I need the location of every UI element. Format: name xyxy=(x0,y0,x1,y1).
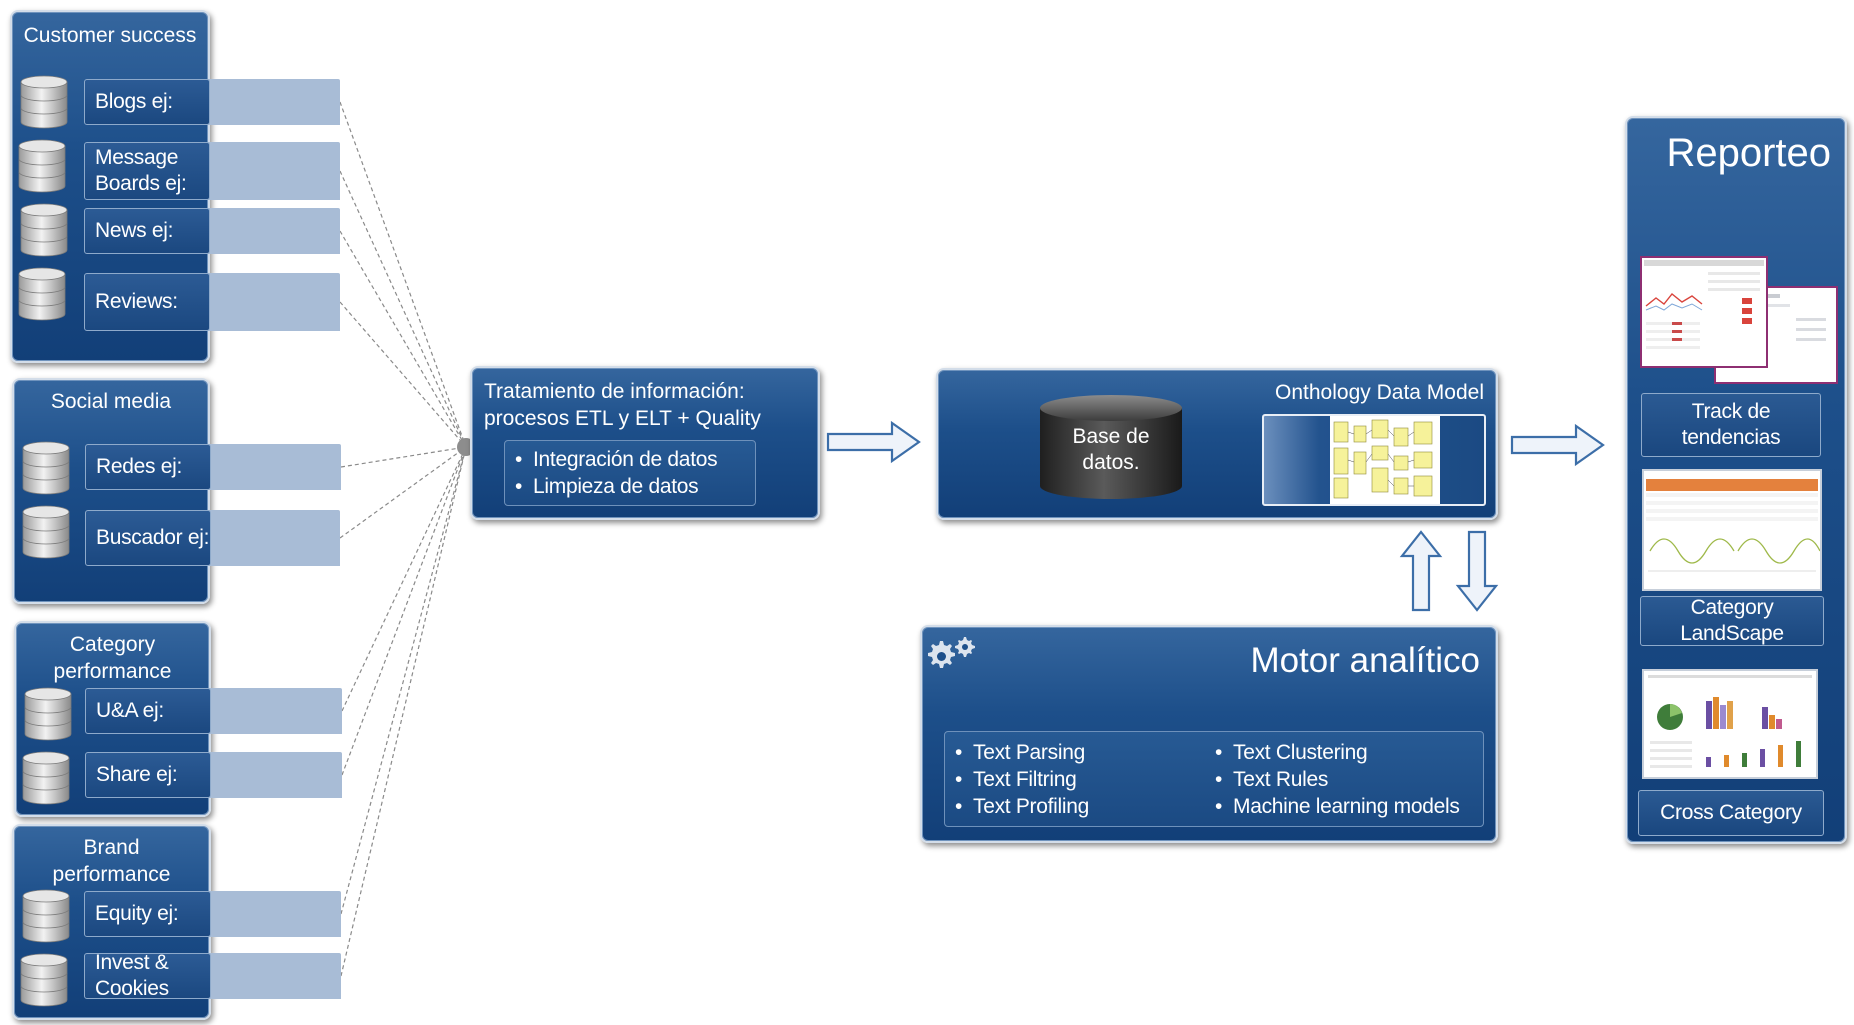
bullet-item: Integración de datos xyxy=(505,446,755,473)
group-title: Category performance xyxy=(53,633,172,683)
source-item-buscador[interactable]: Buscador ej: xyxy=(85,510,211,566)
database-icon xyxy=(18,139,66,193)
source-bar xyxy=(209,752,342,798)
report-item-category-landscape[interactable]: Category LandScape xyxy=(1640,596,1824,646)
arrow-right-icon xyxy=(1510,423,1605,467)
ontology-diagram-thumbnail xyxy=(1330,416,1440,504)
database-icon xyxy=(22,505,70,559)
bullet-item: Text Parsing xyxy=(945,739,1195,766)
database-icon xyxy=(20,75,68,129)
arrow-up-icon xyxy=(1399,530,1443,612)
connector-line xyxy=(339,230,467,448)
bullet-item: Text Rules xyxy=(1205,766,1475,793)
dashboard-thumbnail-trends[interactable] xyxy=(1640,256,1840,388)
dashboard-thumbnail-cross[interactable] xyxy=(1642,669,1818,779)
group-title: Brand performance xyxy=(52,836,171,886)
source-bar xyxy=(209,688,342,734)
bullet-item: Machine learning models xyxy=(1205,793,1475,820)
source-item-redes[interactable]: Redes ej: xyxy=(85,444,211,490)
datamodel-title: Onthology Data Model xyxy=(1275,381,1484,404)
connector-line xyxy=(340,446,467,468)
source-item-equity[interactable]: Equity ej: xyxy=(84,891,211,937)
datamodel-panel: Onthology Data Model Base de datos. xyxy=(936,368,1498,520)
source-item-news[interactable]: News ej: xyxy=(84,208,210,254)
connector-line xyxy=(339,101,467,448)
database-icon xyxy=(18,267,66,321)
processing-panel: Tratamiento de información: procesos ETL… xyxy=(470,366,820,520)
database-icon xyxy=(24,687,72,741)
source-item-share[interactable]: Share ej: xyxy=(85,752,211,798)
source-bar xyxy=(208,273,340,331)
source-bar xyxy=(208,510,340,566)
connector-line xyxy=(340,446,467,915)
source-bar xyxy=(209,891,341,937)
gears-icon xyxy=(928,637,975,668)
ontology-preview[interactable] xyxy=(1262,414,1486,506)
source-item-blogs[interactable]: Blogs ej: xyxy=(84,79,210,125)
group-title: Customer success xyxy=(23,24,197,47)
source-item-u-and-a[interactable]: U&A ej: xyxy=(85,688,211,734)
database-icon xyxy=(22,889,70,943)
report-item-track-tendencias[interactable]: Track de tendencias xyxy=(1641,393,1821,457)
bullet-item: Text Clustering xyxy=(1205,739,1475,766)
source-bar xyxy=(208,208,340,254)
database-icon xyxy=(22,441,70,495)
engine-title: Motor analítico xyxy=(1250,641,1480,680)
processing-bullets: Integración de datos Limpieza de datos xyxy=(505,446,755,500)
database-icon xyxy=(22,751,70,805)
source-bar xyxy=(209,953,341,999)
database-cylinder-icon xyxy=(1040,395,1182,499)
connector-line xyxy=(341,446,467,776)
connector-line xyxy=(341,446,467,712)
source-item-reviews[interactable]: Reviews: xyxy=(84,273,210,331)
group-title: Social media xyxy=(50,390,172,413)
processing-title: Tratamiento de información: procesos ETL… xyxy=(484,380,761,430)
report-item-cross-category[interactable]: Cross Category xyxy=(1638,790,1824,836)
source-item-message-boards[interactable]: Message Boards ej: xyxy=(84,142,210,200)
database-icon xyxy=(20,203,68,257)
arrow-right-icon xyxy=(826,420,921,464)
reporting-title: Reporteo xyxy=(1666,131,1831,175)
bullet-item: Limpieza de datos xyxy=(505,473,755,500)
source-bar xyxy=(208,142,340,200)
source-bar xyxy=(208,79,340,125)
source-item-invest-cookies[interactable]: Invest & Cookies xyxy=(84,951,211,1000)
bullet-item: Text Filtring xyxy=(945,766,1195,793)
arrow-down-icon xyxy=(1455,530,1499,612)
connector-line xyxy=(339,170,467,448)
engine-panel: Motor analítico Text Parsing Text Filtri… xyxy=(920,625,1498,843)
source-bar xyxy=(208,444,341,490)
connector-line xyxy=(339,446,467,539)
dashboard-thumbnail-category[interactable] xyxy=(1642,469,1822,591)
engine-bullets-box: Text Parsing Text Filtring Text Profilin… xyxy=(944,731,1484,827)
connector-line xyxy=(339,301,467,448)
processing-bullets-box: Integración de datos Limpieza de datos xyxy=(504,440,756,506)
engine-bullets-right: Text Clustering Text Rules Machine learn… xyxy=(1205,739,1475,820)
database-icon xyxy=(20,953,68,1007)
database-label: Base de datos. xyxy=(1072,425,1150,474)
engine-bullets-left: Text Parsing Text Filtring Text Profilin… xyxy=(945,739,1195,820)
connector-line xyxy=(340,446,467,977)
bullet-item: Text Profiling xyxy=(945,793,1195,820)
